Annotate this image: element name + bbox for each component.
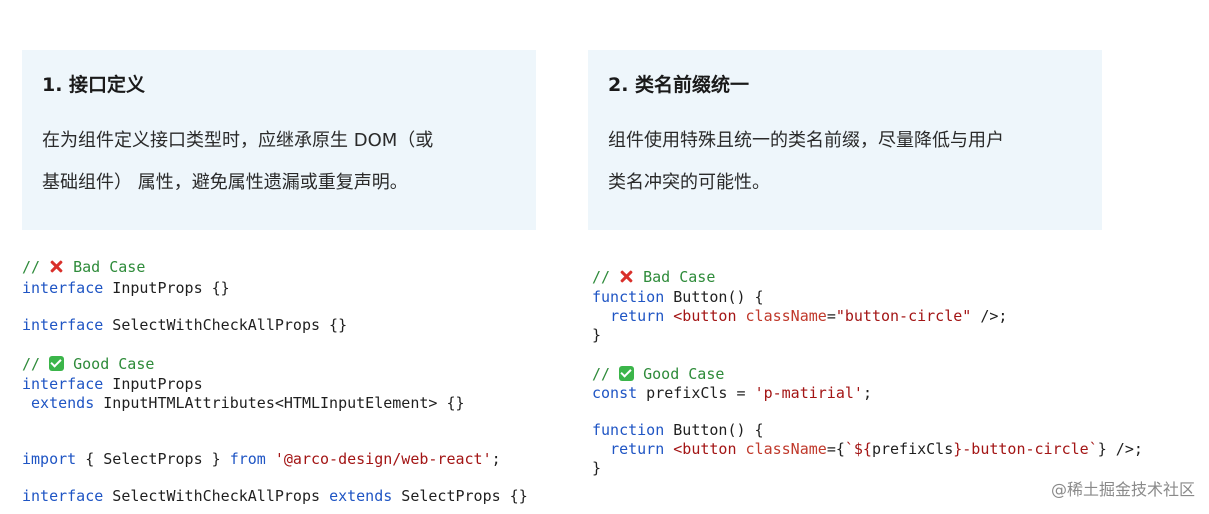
string-literal: '@arco-design/web-react' xyxy=(274,450,492,468)
code-line: return <button className="button-circle"… xyxy=(592,307,1007,325)
description-line: 组件使用特殊且统一的类名前缀，尽量降低与用户 xyxy=(608,130,1004,151)
string-literal: "button-circle" xyxy=(835,307,972,325)
class-prefix-code-block: // Bad Case function Button() { return <… xyxy=(592,268,1192,478)
code-text: InputHTMLAttributes<HTMLInputElement> {} xyxy=(94,394,465,412)
code-line: } xyxy=(592,326,601,344)
code-text: InputProps {} xyxy=(103,279,230,297)
indent xyxy=(592,307,610,325)
comment-prefix: // xyxy=(22,355,50,373)
code-line: function Button() { xyxy=(592,288,764,306)
keyword: function xyxy=(592,288,665,306)
class-prefix-card: 2. 类名前缀统一 组件使用特殊且统一的类名前缀，尽量降低与用户 类名冲突的可能… xyxy=(588,50,1102,230)
indent xyxy=(592,440,610,458)
comment-prefix: // xyxy=(22,258,50,276)
code-text xyxy=(266,450,275,468)
code-line: import { SelectProps } from '@arco-desig… xyxy=(22,450,501,468)
indent xyxy=(22,394,31,412)
code-text: SelectWithCheckAllProps {} xyxy=(103,316,348,334)
code-line: return <button className={`${prefixCls}-… xyxy=(592,440,1143,458)
keyword: interface xyxy=(22,375,104,393)
keyword: const xyxy=(592,384,638,402)
keyword: extends xyxy=(329,487,393,505)
jsx-tag: <button xyxy=(673,440,737,458)
card-title: 1. 接口定义 xyxy=(42,74,146,96)
code-text: Button() { xyxy=(664,421,764,439)
code-line: interface InputProps {} xyxy=(22,279,230,297)
good-case-comment: Good Case xyxy=(634,365,725,383)
code-text xyxy=(737,307,746,325)
jsx-attribute: className xyxy=(745,440,827,458)
keyword: return xyxy=(610,440,665,458)
code-text: ; xyxy=(491,450,501,468)
code-text: Button() { xyxy=(664,288,764,306)
keyword: interface xyxy=(22,279,104,297)
code-text: } xyxy=(592,459,602,477)
code-line: interface InputProps xyxy=(22,375,203,393)
template-variable: prefixCls xyxy=(871,440,954,458)
keyword: return xyxy=(610,307,665,325)
description-line: 基础组件） 属性，避免属性遗漏或重复声明。 xyxy=(42,172,408,193)
card-title: 2. 类名前缀统一 xyxy=(608,74,750,96)
code-line: // Bad Case xyxy=(592,268,715,286)
comment-prefix: // xyxy=(592,268,620,286)
code-text xyxy=(664,440,673,458)
interface-code-block: // Bad Case interface InputProps {} inte… xyxy=(22,258,582,508)
jsx-attribute: className xyxy=(745,307,827,325)
code-text: prefixCls = xyxy=(637,384,755,402)
code-text: ; xyxy=(862,384,872,402)
template-literal: `${ xyxy=(844,440,872,458)
code-line: function Button() { xyxy=(592,421,764,439)
jsx-tag: <button xyxy=(673,307,737,325)
code-line: // Bad Case xyxy=(22,258,145,276)
code-text: SelectWithCheckAllProps xyxy=(103,487,330,505)
description-line: 在为组件定义接口类型时，应继承原生 DOM（或 xyxy=(42,130,434,151)
code-line: extends InputHTMLAttributes<HTMLInputEle… xyxy=(22,394,465,412)
keyword: interface xyxy=(22,316,104,334)
keyword: extends xyxy=(31,394,95,412)
code-text xyxy=(737,440,746,458)
keyword: interface xyxy=(22,487,104,505)
code-line: // Good Case xyxy=(22,355,154,373)
template-literal: }-button-circle` xyxy=(953,440,1098,458)
bad-case-comment: Bad Case xyxy=(634,268,716,286)
keyword: from xyxy=(229,450,266,468)
string-literal: 'p-matirial' xyxy=(754,384,863,402)
bad-case-comment: Bad Case xyxy=(64,258,146,276)
check-mark-icon xyxy=(49,356,65,371)
code-text: { SelectProps } xyxy=(76,450,230,468)
code-text: />; xyxy=(971,307,1008,325)
good-case-comment: Good Case xyxy=(64,355,155,373)
code-text: InputProps xyxy=(103,375,203,393)
keyword: import xyxy=(22,450,77,468)
interface-definition-card: 1. 接口定义 在为组件定义接口类型时，应继承原生 DOM（或 基础组件） 属性… xyxy=(22,50,536,230)
keyword: function xyxy=(592,421,665,439)
check-mark-icon xyxy=(619,366,635,381)
code-text: } />; xyxy=(1097,440,1143,458)
cross-mark-icon xyxy=(619,269,634,284)
code-text xyxy=(664,307,673,325)
code-line: interface SelectWithCheckAllProps extend… xyxy=(22,487,528,505)
code-line: const prefixCls = 'p-matirial'; xyxy=(592,384,872,402)
code-line: } xyxy=(592,459,601,477)
watermark: @稀土掘金技术社区 xyxy=(1050,480,1195,499)
card-description: 组件使用特殊且统一的类名前缀，尽量降低与用户 类名冲突的可能性。 xyxy=(608,120,1088,204)
code-line: // Good Case xyxy=(592,365,724,383)
code-text: ={ xyxy=(826,440,845,458)
code-line: interface SelectWithCheckAllProps {} xyxy=(22,316,347,334)
code-text: } xyxy=(592,326,602,344)
code-text: SelectProps {} xyxy=(392,487,528,505)
cross-mark-icon xyxy=(49,259,64,274)
comment-prefix: // xyxy=(592,365,620,383)
card-description: 在为组件定义接口类型时，应继承原生 DOM（或 基础组件） 属性，避免属性遗漏或… xyxy=(42,120,522,204)
code-text: = xyxy=(826,307,836,325)
description-line: 类名冲突的可能性。 xyxy=(608,172,770,193)
